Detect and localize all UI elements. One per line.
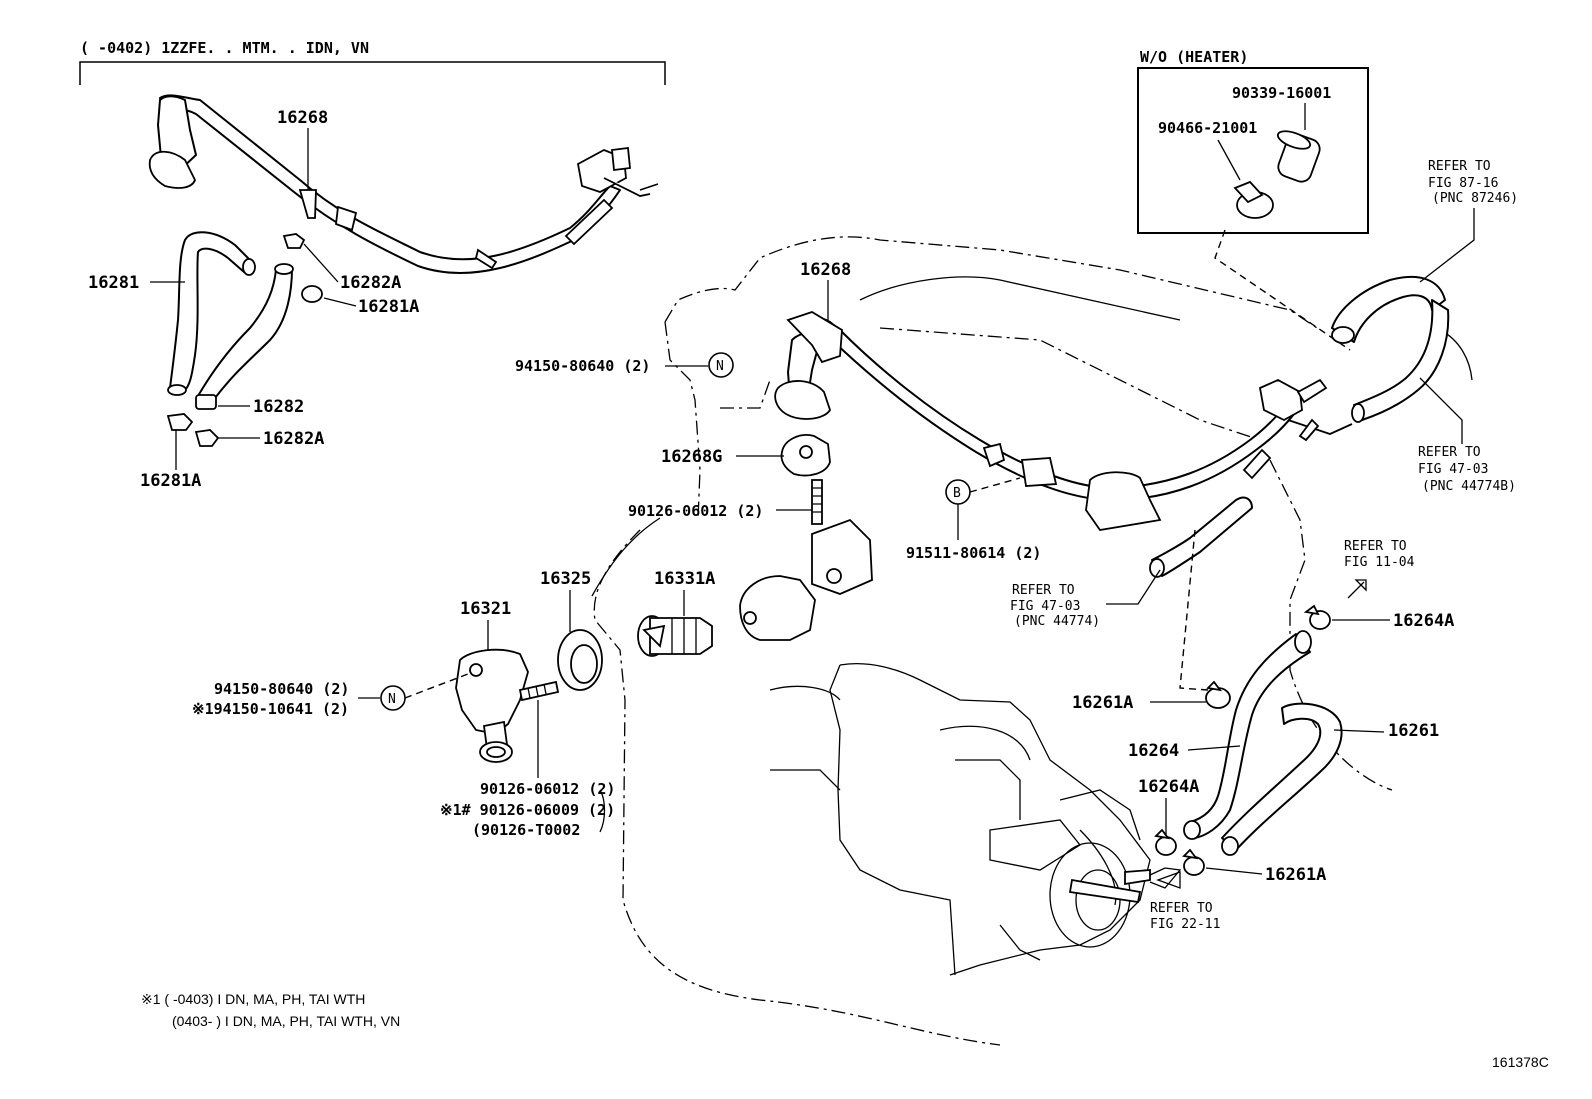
water-bypass-pipe-left: [148, 94, 659, 274]
leader-16264: [1187, 745, 1241, 751]
leader-90126-brace: [599, 789, 606, 833]
leader-16261: [1333, 729, 1385, 733]
label-16281: 16281: [88, 273, 139, 293]
label-16282A-bottom: 16282A: [263, 429, 324, 449]
svg-text:FIG 87-16: FIG 87-16: [1428, 176, 1498, 191]
ref-22-11: REFER TO FIG 22-11: [1150, 871, 1220, 932]
engine-outline: [593, 236, 1473, 1046]
label-16268G: 16268G: [661, 447, 722, 467]
label-16282A-top: 16282A: [340, 273, 401, 293]
svg-text:REFER TO: REFER TO: [1344, 539, 1407, 554]
label-16261A-bottom: 16261A: [1265, 865, 1326, 885]
clip-icon-top-b: [301, 285, 323, 303]
svg-text:FIG 47-03: FIG 47-03: [1418, 462, 1488, 477]
svg-text:FIG 47-03: FIG 47-03: [1010, 599, 1080, 614]
label-16268-main: 16268: [800, 260, 851, 280]
svg-text:(PNC 44774): (PNC 44774): [1014, 614, 1100, 629]
label-90126-06009: ※1# 90126-06009 (2): [440, 801, 615, 819]
stud-top: [811, 479, 823, 525]
leader-16261A-bottom: [1205, 867, 1263, 875]
water-inlet-16321: [455, 648, 529, 763]
svg-text:(PNC 44774B): (PNC 44774B): [1422, 479, 1516, 494]
heater-hose-44774: [1149, 496, 1253, 578]
label-91511: 91511-80614 (2): [906, 544, 1041, 562]
ref-87-16: REFER TO FIG 87-16 (PNC 87246): [1419, 159, 1518, 283]
svg-text:FIG 11-04: FIG 11-04: [1344, 555, 1415, 570]
clamp-icon-16264A-bottom: [1154, 828, 1177, 856]
clip-icon-top-a: [282, 233, 306, 249]
arrow-up-right-icon: [1347, 579, 1367, 599]
water-outlet-housing: [739, 518, 873, 641]
label-90126-low: 90126-06012 (2): [480, 780, 615, 798]
applicability-header: ( -0402) 1ZZFE. . MTM. . IDN, VN: [80, 39, 369, 57]
ref-47-03-B: REFER TO FIG 47-03 (PNC 44774B): [1418, 377, 1516, 494]
gasket-16325: [557, 629, 603, 691]
leader-90466: [1217, 139, 1241, 181]
hose-16282-left: [195, 263, 294, 410]
label-194150-left: ※194150-10641 (2): [192, 700, 349, 718]
svg-text:REFER TO: REFER TO: [1150, 901, 1213, 916]
callout-n-top: [708, 352, 734, 378]
label-90126-T0002: (90126-T0002: [472, 821, 580, 839]
leader-16281A-top: [323, 297, 357, 307]
label-16264A-bottom: 16264A: [1138, 777, 1199, 797]
label-16281A-top: 16281A: [358, 297, 419, 317]
label-16261A-top: 16261A: [1072, 693, 1133, 713]
label-16282: 16282: [253, 397, 304, 417]
inset-box: [1137, 67, 1369, 234]
inset-title: W/O (HEATER): [1140, 48, 1248, 66]
callout-n-top-label: N: [716, 359, 724, 374]
figure-code: 161378C: [1492, 1054, 1549, 1070]
clamp-icon-16261A-top: [1205, 680, 1231, 709]
stud-low: [518, 680, 560, 702]
inset-dash: [1214, 229, 1351, 351]
hose-clip-icon: [1233, 180, 1274, 219]
hose-16261: [1221, 702, 1343, 856]
svg-text:REFER TO: REFER TO: [1418, 445, 1481, 460]
label-16281A-bottom: 16281A: [140, 471, 201, 491]
svg-text:REFER TO: REFER TO: [1012, 583, 1075, 598]
leader-90126-top-curve: [591, 517, 661, 597]
label-16321: 16321: [460, 599, 511, 619]
label-16261: 16261: [1388, 721, 1439, 741]
ref-47-03: REFER TO FIG 47-03 (PNC 44774): [1010, 569, 1161, 629]
thermostat-16331A: [637, 615, 713, 657]
label-90126-top: 90126-06012 (2): [628, 502, 763, 520]
label-16325: 16325: [540, 569, 591, 589]
inset-part-90466: 90466-21001: [1158, 119, 1257, 137]
hose-16281-left: [167, 231, 256, 396]
leader-16282A-top: [303, 243, 339, 283]
svg-text:FIG 22-11: FIG 22-11: [1150, 917, 1220, 932]
engine-block-lower: [769, 663, 1182, 976]
ref-11-04: REFER TO FIG 11-04: [1344, 539, 1415, 599]
label-16264: 16264: [1128, 741, 1179, 761]
arrow-left-icon: [1156, 871, 1181, 889]
water-bypass-pipe-main: [774, 311, 1353, 531]
label-16331A: 16331A: [654, 569, 715, 589]
heater-hose-87246: [1331, 275, 1446, 344]
callout-b-label: B: [953, 486, 961, 501]
cap-plug-icon: [1276, 130, 1321, 183]
callout-n-left-label: N: [388, 692, 396, 707]
svg-text:REFER TO: REFER TO: [1428, 159, 1491, 174]
footnote-line-2: (0403- ) I DN, MA, PH, TAI WTH, VN: [172, 1013, 400, 1029]
dash-16261A: [1179, 529, 1209, 691]
dash-b: [969, 477, 1021, 493]
hose-16264: [1183, 630, 1312, 840]
label-16264A-top: 16264A: [1393, 611, 1454, 631]
inset-part-90339: 90339-16001: [1232, 84, 1331, 102]
label-16268-left: 16268: [277, 108, 328, 128]
clip-icon-bottom-b: [194, 429, 220, 447]
gasket-16268G: [780, 434, 831, 477]
label-94150-left: 94150-80640 (2): [214, 680, 349, 698]
header-bracket: [79, 61, 666, 85]
footnote-line-1: ※1 ( -0403) I DN, MA, PH, TAI WTH: [141, 991, 365, 1007]
clamp-icon-16264A-top: [1303, 604, 1331, 630]
svg-text:(PNC 87246): (PNC 87246): [1432, 191, 1518, 206]
heater-hose-44774B: [1351, 299, 1450, 423]
label-94150-top: 94150-80640 (2): [515, 357, 650, 375]
clip-icon-bottom-a: [166, 413, 194, 431]
clamp-icon-16261A-bottom: [1182, 848, 1205, 876]
